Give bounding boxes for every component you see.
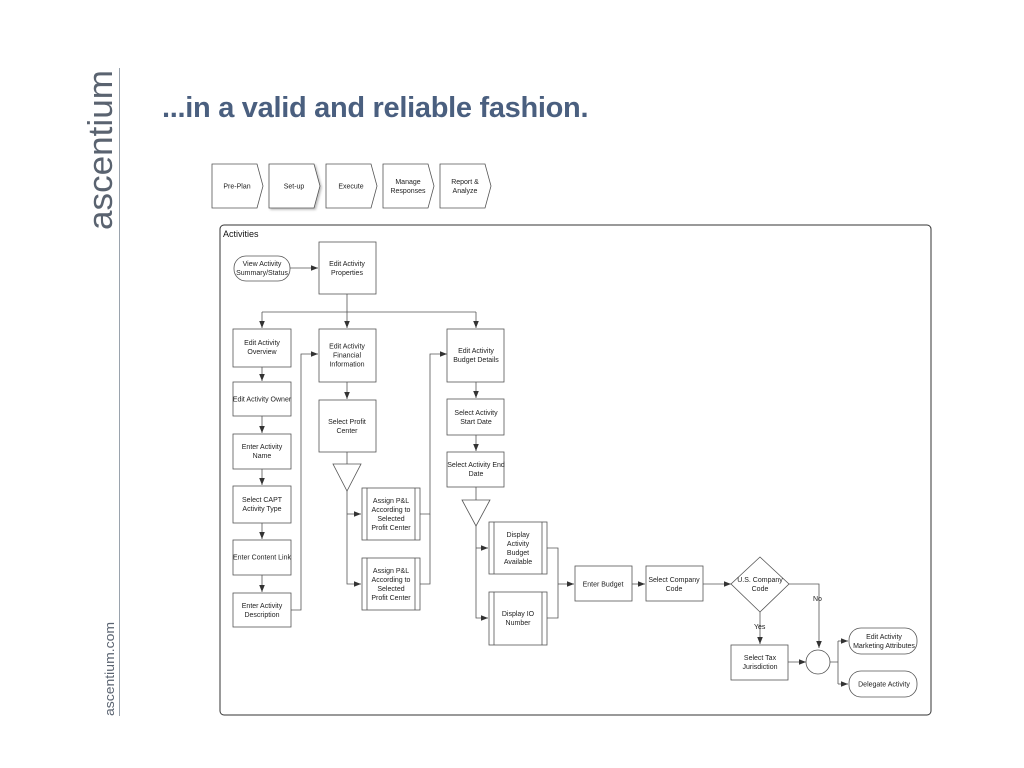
process-enter-name[interactable] [232, 433, 292, 470]
phase-chevron[interactable] [211, 163, 264, 209]
flow-shapes [232, 241, 918, 698]
node-label-content-link: Enter Content Link [233, 555, 291, 562]
subprocess-assign-pl-1[interactable] [361, 487, 421, 541]
terminator-view-summary[interactable] [233, 255, 291, 282]
process-select-tax[interactable] [730, 644, 789, 681]
subprocess-assign-pl-2[interactable] [361, 557, 421, 611]
node-label-enter-budget: Enter Budget [583, 582, 624, 589]
process-edit-overview[interactable] [232, 328, 292, 368]
subprocess-edge [493, 592, 543, 645]
process-edit-properties[interactable] [318, 241, 377, 295]
subprocess-display-io[interactable] [488, 591, 548, 646]
process-enter-budget[interactable] [574, 565, 633, 602]
process-enter-description[interactable] [232, 592, 292, 628]
process-edit-owner[interactable] [232, 381, 292, 417]
connector [789, 583, 822, 648]
connectors: Yes No [259, 265, 848, 687]
phase-label: Set-up [284, 184, 305, 191]
slide-title: ...in a valid and reliable fashion. [162, 92, 589, 124]
junction-circle [805, 649, 831, 675]
brand-divider [119, 68, 120, 716]
phase-label: Execute [338, 184, 363, 191]
branch-label-no: No [813, 596, 822, 603]
activities-label: Activities [223, 229, 259, 239]
connector [475, 526, 488, 621]
website-label: ascentium.com [102, 622, 117, 716]
subprocess-edge [366, 488, 416, 540]
phase-chevron[interactable] [382, 163, 435, 209]
process-select-start-date[interactable] [446, 398, 505, 436]
phase-chevron[interactable] [439, 163, 492, 209]
connector [420, 514, 431, 585]
phase-chevron[interactable] [268, 163, 321, 209]
connector [420, 351, 447, 515]
phase-chevron[interactable] [325, 163, 378, 209]
process-edit-financial[interactable] [318, 328, 377, 383]
branch-label-yes: Yes [754, 624, 766, 631]
terminator-edit-marketing[interactable] [848, 627, 918, 655]
process-select-company-code[interactable] [645, 565, 704, 602]
phase-label: Pre-Plan [223, 184, 250, 191]
process-edit-budget-details[interactable] [446, 328, 505, 383]
node-label-delegate: Delegate Activity [858, 682, 910, 689]
merge-triangle-profit [332, 463, 362, 492]
node-label-edit-owner: Edit Activity Owner [233, 397, 292, 404]
process-select-type[interactable] [232, 485, 292, 524]
terminator-delegate[interactable] [848, 670, 918, 698]
process-content-link[interactable] [232, 539, 292, 576]
logo-text: ascentium [86, 70, 118, 230]
decision-us-company-code[interactable] [730, 556, 790, 613]
ascentium-logo: ascentium [86, 70, 118, 230]
process-select-profit-center[interactable] [318, 399, 377, 453]
process-select-end-date[interactable] [446, 451, 505, 488]
activities-container [219, 224, 932, 716]
subprocess-display-budget[interactable] [488, 521, 548, 575]
connector [291, 351, 318, 611]
connector [346, 491, 361, 587]
merge-triangle-budget [461, 499, 491, 527]
connector [262, 294, 476, 313]
phase-label: Report &Analyze [451, 179, 479, 195]
subprocess-edge [493, 522, 543, 574]
website-text: ascentium.com [102, 622, 117, 716]
connector [547, 547, 559, 619]
connector [830, 641, 839, 684]
subprocess-edge [366, 558, 416, 610]
